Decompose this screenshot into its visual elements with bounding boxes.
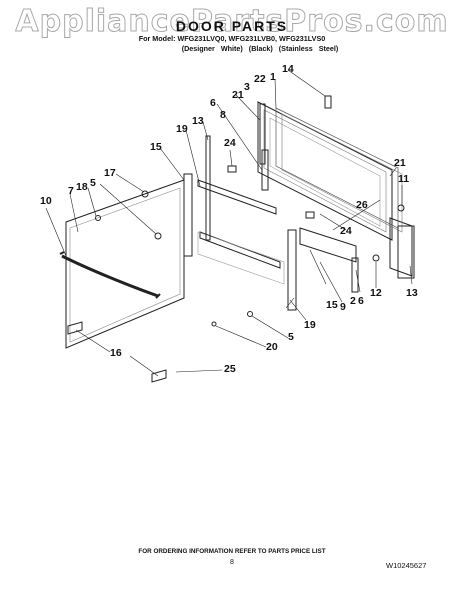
callout-8: 8 [220, 109, 226, 121]
callout-25: 25 [224, 363, 236, 375]
callout-16: 16 [110, 347, 122, 359]
insulation-batt [299, 227, 357, 263]
fastener-17 [141, 190, 149, 198]
side-channel-right [287, 229, 297, 311]
fastener-11 [397, 204, 405, 212]
callout-6-right: 6 [358, 295, 364, 307]
page-number: 8 [230, 559, 234, 566]
door-trim-top [197, 179, 277, 215]
variant-stainless: (Stainless Steel) [278, 44, 339, 53]
callout-5-bottom: 5 [288, 331, 294, 343]
bracket-13-right [397, 225, 415, 279]
color-variants: (Designer White) (Black) (Stainless Stee… [0, 44, 464, 53]
fastener-18 [95, 215, 101, 221]
ordering-note: FOR ORDERING INFORMATION REFER TO PARTS … [138, 548, 326, 555]
callout-19-bottom: 19 [304, 319, 316, 331]
support-rod-13 [205, 135, 211, 241]
hinge-cover-16a [67, 321, 83, 335]
callout-21-right: 21 [394, 157, 406, 169]
clip-24 [227, 165, 237, 173]
variant-designer-white: (Designer White) [181, 44, 243, 53]
fastener-5a [154, 232, 162, 240]
callout-24-right: 24 [340, 225, 352, 237]
callout-10: 10 [40, 195, 52, 207]
callout-22: 22 [254, 73, 266, 85]
callout-11: 11 [398, 173, 410, 185]
callout-21-top: 21 [232, 89, 244, 101]
document-id: W10245627 [386, 561, 427, 570]
callout-6-top: 6 [210, 97, 216, 109]
callout-15-left: 15 [150, 141, 162, 153]
callout-2: 2 [350, 295, 356, 307]
screw-14 [324, 95, 332, 109]
side-channel-left [183, 173, 193, 257]
callout-7: 7 [68, 185, 74, 197]
callout-13-top: 13 [192, 115, 204, 127]
door-trim-bottom [199, 231, 281, 269]
callout-18: 18 [76, 181, 88, 193]
callout-3: 3 [244, 81, 250, 93]
callout-5-left: 5 [90, 177, 96, 189]
callout-15-bottom: 15 [326, 299, 338, 311]
inner-door-frame [257, 101, 393, 241]
callout-20: 20 [266, 341, 278, 353]
callout-9: 9 [340, 301, 346, 313]
callout-24-top: 24 [224, 137, 236, 149]
door-handle [61, 254, 159, 298]
diagram-title: DOOR PARTS [175, 18, 289, 34]
hinge-right [351, 257, 359, 293]
clip-24b [305, 211, 315, 219]
callout-1: 1 [270, 71, 276, 83]
variant-black: (Black) [248, 44, 273, 53]
model-list: For Model: WFG231LVQ0, WFG231LVB0, WFG23… [138, 34, 326, 43]
fastener-20 [211, 321, 217, 327]
callout-26: 26 [356, 199, 368, 211]
callout-14: 14 [282, 63, 294, 75]
callout-12: 12 [370, 287, 382, 299]
fastener-5b [247, 311, 253, 317]
hinge-cover-16b [151, 369, 167, 383]
callout-13-right: 13 [406, 287, 418, 299]
outer-door-panel [65, 179, 185, 349]
fastener-12 [372, 254, 380, 262]
callout-17: 17 [104, 167, 116, 179]
support-rod-upper [259, 103, 266, 165]
callout-19-top: 19 [176, 123, 188, 135]
watermark: AppliancePartsPros.com [15, 4, 449, 40]
insulation-side [389, 217, 413, 277]
